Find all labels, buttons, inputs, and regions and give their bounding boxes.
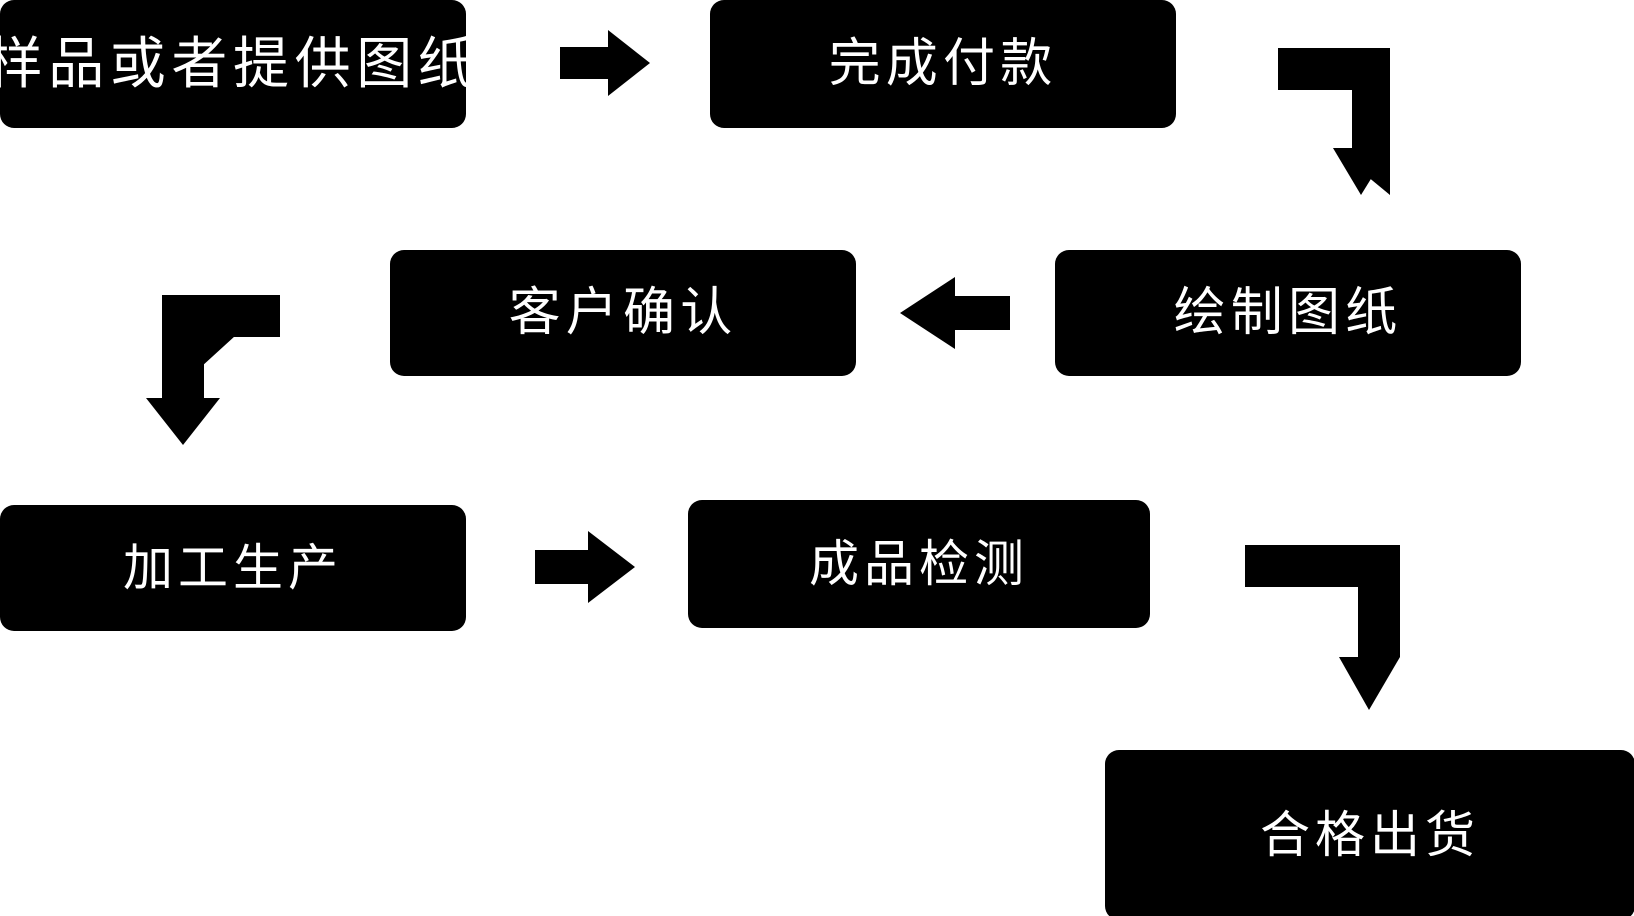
flow-node-label: 完成付款: [828, 35, 1058, 93]
arrow-elbow-right-down-icon: [1245, 545, 1400, 710]
flow-node-label: 客户确认: [508, 284, 738, 342]
arrow-right-icon: [535, 531, 635, 603]
flow-node-label: 绘制图纸: [1173, 284, 1403, 342]
flow-node-production[interactable]: 加工生产: [0, 505, 466, 631]
flow-node-draw-drawing[interactable]: 绘制图纸: [1055, 250, 1521, 376]
flow-node-label: 合格出货: [1260, 807, 1480, 863]
arrow-left-icon: [900, 277, 1010, 349]
flow-node-qualified-shipment[interactable]: 合格出货: [1105, 750, 1634, 916]
flow-node-label: 成品检测: [809, 536, 1029, 592]
flow-node-label: 样品或者提供图纸: [0, 32, 480, 95]
flow-node-complete-payment[interactable]: 完成付款: [710, 0, 1176, 128]
arrow-elbow-right-down-icon: [1278, 48, 1390, 195]
flow-node-product-inspection[interactable]: 成品检测: [688, 500, 1150, 628]
arrow-elbow-left-down-icon: [146, 295, 280, 445]
flow-node-sample-or-drawing[interactable]: 样品或者提供图纸: [0, 0, 474, 128]
flow-node-label: 加工生产: [123, 540, 343, 596]
arrow-right-icon: [560, 30, 650, 96]
flow-node-customer-confirm[interactable]: 客户确认: [390, 250, 856, 376]
